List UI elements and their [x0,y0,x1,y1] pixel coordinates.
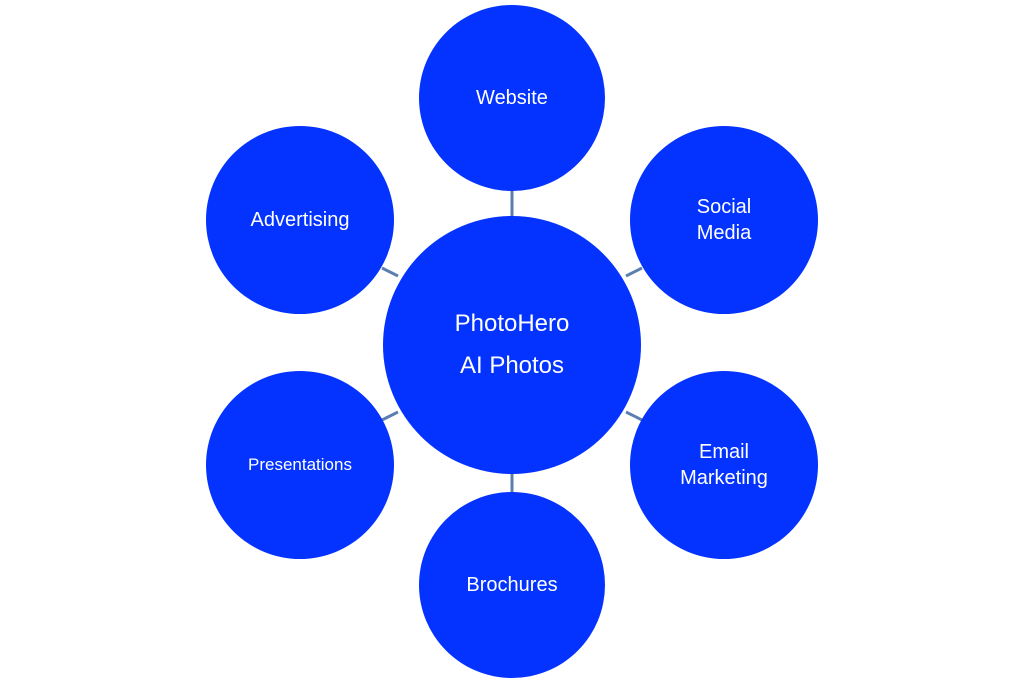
center-node-label: PhotoHero AI Photos [454,310,570,379]
node-advertising [206,126,394,314]
center-node [383,216,641,474]
node-label-advertising: Advertising [250,209,350,231]
node-social-media [630,126,818,314]
node-email-marketing [630,371,818,559]
node-label-email-marketing: Email Marketing [680,441,768,489]
node-brochures [419,492,605,678]
node-label-brochures: Brochures [466,574,558,596]
connector-advertising [381,266,399,278]
node-label-website: Website [476,87,548,109]
connector-presentations [381,410,399,422]
connector-email-marketing [625,410,643,422]
node-presentations [206,371,394,559]
connector-social-media [625,266,643,278]
node-label-presentations: Presentations [248,454,352,474]
node-label-social-media: Social Media [696,196,752,244]
node-website [419,5,605,191]
